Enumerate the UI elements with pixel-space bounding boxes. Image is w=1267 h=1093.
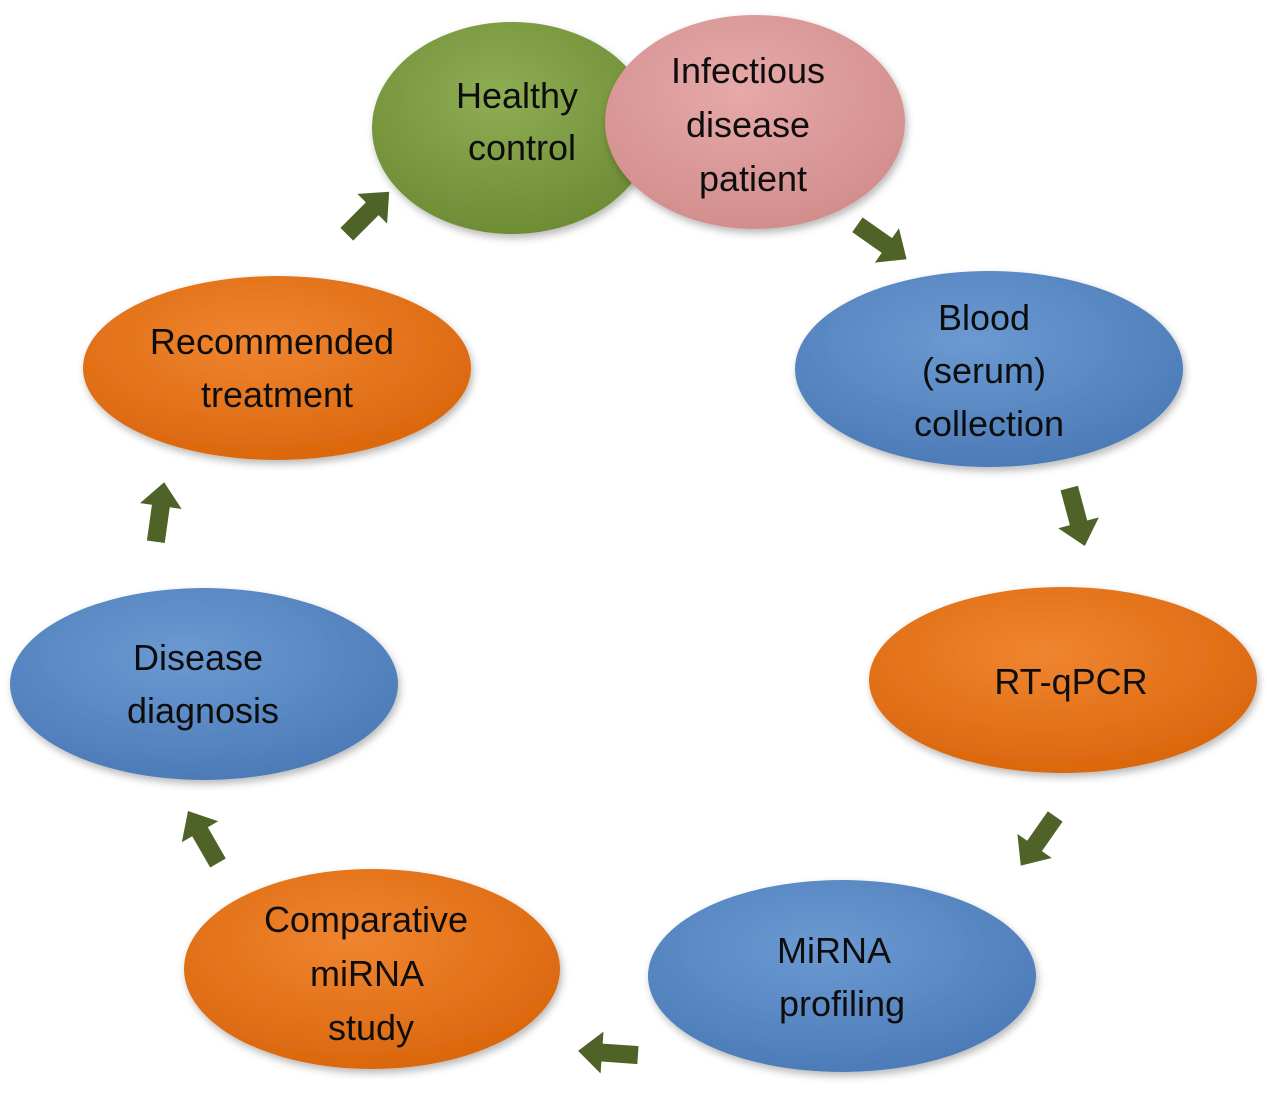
rt-qpcr-label: RT-qPCR	[994, 661, 1147, 702]
rt-qpcr-ellipse	[869, 587, 1257, 773]
arrow-treatment-to-healthy-control	[340, 191, 390, 241]
arrow-rtqpcr-to-mirna-profiling	[1017, 811, 1063, 866]
mirna-profiling-ellipse	[648, 880, 1036, 1072]
node-infectious-disease-patient: Infectious disease patient	[605, 15, 905, 229]
node-mirna-profiling: MiRNA profiling	[648, 880, 1036, 1072]
node-recommended-treatment: Recommended treatment	[83, 276, 471, 460]
comparative-mirna-study-ellipse	[184, 869, 560, 1069]
disease-diagnosis-label: Disease diagnosis	[127, 637, 279, 731]
arrow-blood-to-rtqpcr	[1058, 485, 1099, 546]
node-disease-diagnosis: Disease diagnosis	[10, 588, 398, 780]
node-blood-serum-collection: Blood (serum) collection	[795, 271, 1183, 467]
mirna-profiling-label: MiRNA profiling	[777, 930, 905, 1024]
healthy-control-ellipse	[372, 22, 652, 234]
healthy-control-label: Healthy control	[456, 75, 588, 168]
arrow-comparative-to-diagnosis	[181, 811, 226, 868]
blood-serum-collection-label: Blood (serum) collection	[914, 297, 1064, 444]
node-rt-qpcr: RT-qPCR	[869, 587, 1257, 773]
infectious-disease-patient-ellipse	[605, 15, 905, 229]
infectious-disease-patient-label: Infectious disease patient	[671, 50, 835, 199]
blood-serum-collection-ellipse	[795, 271, 1183, 467]
recommended-treatment-ellipse	[83, 276, 471, 460]
arrow-patient-to-blood	[852, 217, 907, 263]
disease-diagnosis-ellipse	[10, 588, 398, 780]
node-comparative-mirna-study: Comparative miRNA study	[184, 869, 560, 1069]
arrow-diagnosis-to-treatment	[140, 482, 182, 543]
arrow-mirna-profiling-to-comparative	[578, 1031, 639, 1074]
arrows-layer	[140, 191, 1099, 1074]
comparative-mirna-study-label: Comparative miRNA study	[264, 899, 478, 1048]
recommended-treatment-label: Recommended treatment	[150, 321, 404, 415]
node-healthy-control: Healthy control	[372, 22, 652, 234]
